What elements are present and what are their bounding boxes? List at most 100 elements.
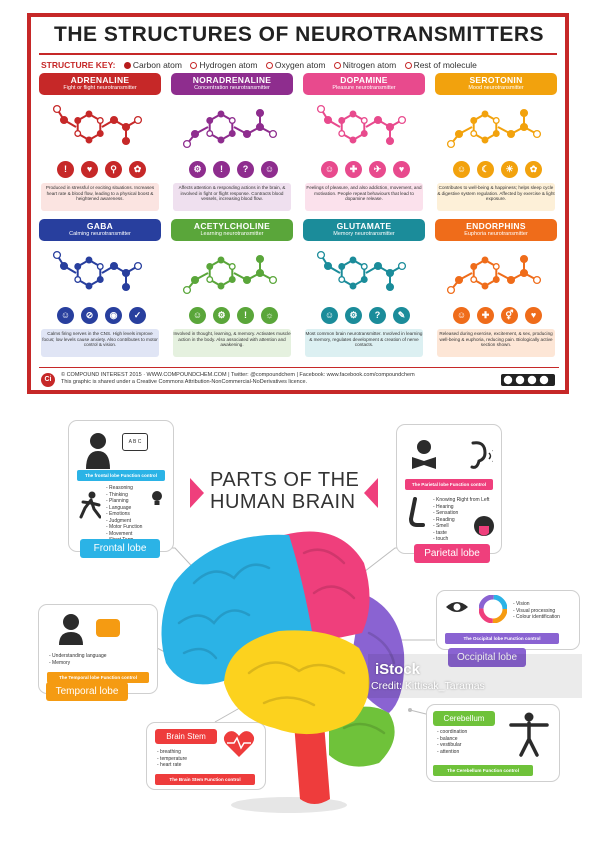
effect-icon: ☼ [261,307,278,324]
credit-line-1: © COMPOUND INTEREST 2015 · WWW.COMPOUNDC… [61,372,415,378]
function-item: - Hearing [433,503,454,510]
card-description: Released during exercise, excitement, & … [437,329,555,357]
card-name: GLUTAMATE [336,221,392,231]
thinking-person-icon [86,433,110,469]
effect-icon: ⊘ [81,307,98,324]
brain-stem-tag: The Brain Stem Function control [155,774,255,785]
key-oxygen: Oxygen atom [274,60,326,70]
listening-person-icon [59,614,83,645]
effect-icon: ☺ [261,161,278,178]
eye-icon [446,602,468,612]
compound-interest-logo: Ci [41,373,55,387]
card-subtitle: Concentration neurotransmitter [194,85,270,91]
function-item: - temperature [157,755,188,762]
key-rest: Rest of molecule [413,60,477,70]
function-item: - vestibular [437,742,462,748]
molecule-structure-icon [446,108,542,149]
molecule-structure-icon [446,254,542,295]
abc-board-icon: A B C [122,433,148,451]
effect-icon: ⚲ [105,161,122,178]
card-description: Produced in stressful or exciting situat… [41,183,159,211]
effect-icon: ☺ [321,307,338,324]
neurotransmitters-title: THE STRUCTURES OF NEUROTRANSMITTERS [54,23,544,46]
effect-icon: ⚙ [213,307,230,324]
effect-icon: ◉ [105,307,122,324]
effect-icon: ✓ [129,307,146,324]
effect-icon: ? [369,307,386,324]
title-decoration [190,478,378,508]
lightbulb-icon [152,491,162,505]
effect-icon: ✿ [525,161,542,178]
cerebellum-tag: The Cerebellum Function control [433,765,533,776]
card-subtitle: Fight or flight neurotransmitter [63,85,137,91]
effect-icon: ✿ [129,161,146,178]
card-subtitle: Euphoria neurotransmitter [464,231,528,237]
structure-key: STRUCTURE KEY: Carbon atom Hydrogen atom… [41,60,561,70]
cerebellum-panel: Cerebellum - coordination- balance- vest… [426,704,560,782]
effect-icon: ! [213,161,230,178]
effect-icon: ♥ [81,161,98,178]
effect-icon: ☺ [321,161,338,178]
brain-stem-label: Brain Stem [155,729,217,744]
occipital-lobe-tag: The Occipital lobe Function control [445,633,559,644]
molecule-structure-icon [52,250,143,292]
function-item: - Emotions [106,511,130,517]
effect-icon: ♥ [393,161,410,178]
credit-line-2: This graphic is shared under a Creative … [61,379,308,385]
card-subtitle: Mood neurotransmitter [468,85,524,91]
function-item: - Memory [49,659,71,666]
effect-icon: ☺ [453,161,470,178]
function-item: - Thinking [106,491,128,498]
effect-icon: ✚ [477,307,494,324]
function-item: - Judgment [106,517,132,524]
occipital-lobe-label: Occipital lobe [448,648,526,667]
brain-stem-functions: - breathing- temperature- heart rate [157,749,223,769]
tongue-icon [474,516,494,536]
effect-icon: ☀ [501,161,518,178]
function-item: - Vision [513,601,530,607]
card-description: Involved in thought, learning, & memory.… [173,329,291,357]
brain-title-line-2: HUMAN BRAIN [210,491,356,513]
watermark-overlay [368,654,582,698]
running-person-icon [79,491,101,519]
ear-icon [470,441,493,469]
function-item: - Reasoning [106,485,133,491]
effect-icon: ☺ [57,307,74,324]
molecule-structure-icon [182,108,278,149]
credit-text: © COMPOUND INTEREST 2015 · WWW.COMPOUNDC… [61,372,415,386]
molecule-structure-icon [52,104,143,146]
temporal-lobe-panel: - Understanding language- Memory The Tem… [38,604,158,694]
balancing-person-icon [509,712,549,757]
card-name: ADRENALINE [70,75,130,85]
function-item: - Sensation [433,510,459,516]
effect-icon: ☺ [189,307,206,324]
card-description: Calms firing nerves in the CNS. High lev… [41,329,159,357]
function-item: - coordination [437,729,468,735]
card-description: Most common brain neurotransmitter. Invo… [305,329,423,357]
cerebellum-label: Cerebellum [433,711,495,726]
effect-icon: ! [237,307,254,324]
function-item: - balance [437,735,458,742]
effect-icon: ⚙ [189,161,206,178]
temporal-lobe-functions: - Understanding language- Memory [49,653,149,666]
temporal-lobe-label: Temporal lobe [46,682,128,701]
parietal-lobe-tag: The Parietal lobe Function control [405,479,493,490]
function-item: - Understanding language [49,653,107,659]
temporal-lobe-tag: The Temporal lobe Function control [47,672,149,683]
molecule-structure-icon [182,254,278,295]
card-description: Feelings of pleasure, and also addiction… [305,183,423,211]
function-item: - Planning [106,498,129,504]
function-item: - Colour identification [513,614,560,620]
carbon-atom-icon [123,62,131,70]
function-item: - touch [433,536,449,542]
card-description: Affects attention & responding actions i… [173,183,291,211]
function-item: - taste [433,529,447,536]
occipital-lobe-panel: - Vision- Visual processing- Colour iden… [436,590,580,650]
